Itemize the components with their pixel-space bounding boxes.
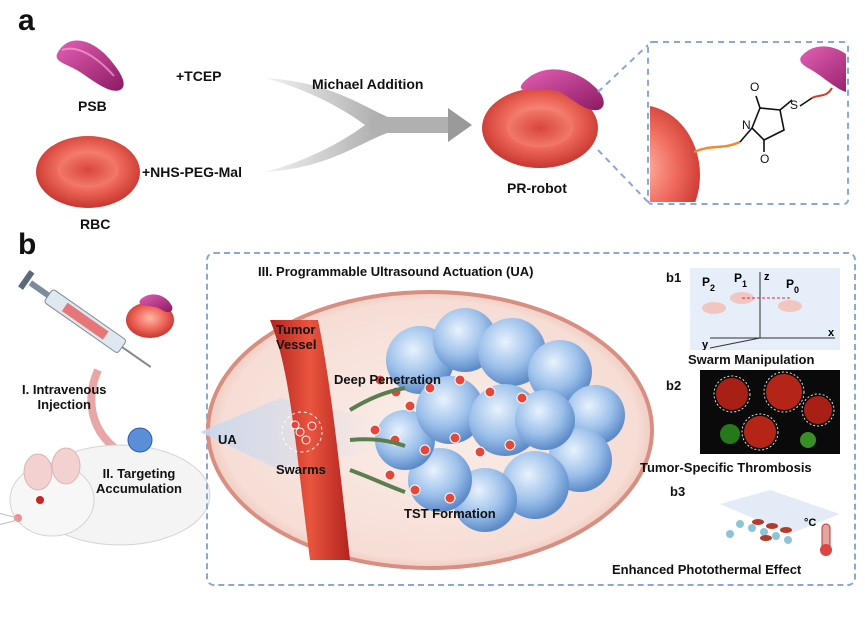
deep-penetration-label: Deep Penetration xyxy=(334,372,441,387)
b3-photothermal-graphic: °C xyxy=(720,490,840,556)
swarms-label: Swarms xyxy=(276,462,326,477)
molecule-s-label: S xyxy=(790,98,799,112)
b1-swarm-manipulation-graphic: P2 P1 P0 z x y xyxy=(690,268,840,350)
b1-axis-z: z xyxy=(764,271,770,283)
robot-particles xyxy=(290,374,528,504)
molecule-o-bottom-label: O xyxy=(760,152,770,166)
product-label: PR-robot xyxy=(507,180,567,196)
mouse-icon xyxy=(0,444,211,546)
panel-b-letter: b xyxy=(18,228,37,261)
molecule-o-top-label: O xyxy=(750,80,760,94)
swarm-ring xyxy=(281,411,323,453)
b3-temp-unit: °C xyxy=(804,517,816,529)
merge-arrow-icon xyxy=(265,78,472,172)
zoom-line-top xyxy=(597,44,649,93)
tst-formation-label: TST Formation xyxy=(404,506,496,521)
psb-label: PSB xyxy=(78,98,107,114)
tumor-vessel-label: Tumor Vessel xyxy=(276,322,317,352)
mouse-injection-graphic xyxy=(0,270,211,546)
b1-caption: Swarm Manipulation xyxy=(688,352,815,367)
tumor-on-mouse-icon xyxy=(127,427,153,453)
penetration-arrow-2 xyxy=(349,437,406,448)
step-1-label: I. Intravenous Injection xyxy=(22,382,107,412)
syringe-icon xyxy=(18,270,152,368)
tumor-cells-cluster xyxy=(375,308,625,532)
reaction-label: Michael Addition xyxy=(312,76,424,92)
pr-robot-icon xyxy=(482,69,604,168)
step-2-label: II. Targeting Accumulation xyxy=(96,466,182,496)
panel-a-graphic xyxy=(36,40,849,208)
rbc-label: RBC xyxy=(80,216,111,232)
penetration-arrow-3 xyxy=(349,468,406,494)
b2-thrombosis-image xyxy=(700,370,840,454)
psb-bacterium-icon xyxy=(56,40,124,91)
b1-axis-y: y xyxy=(702,339,709,350)
b1-tag: b1 xyxy=(666,270,682,285)
molecule-n-label: N xyxy=(742,118,751,132)
zoom-line-bottom xyxy=(597,149,649,203)
b2-tag: b2 xyxy=(666,378,682,393)
reagent-nhs-peg-mal: +NHS-PEG-Mal xyxy=(142,164,242,180)
reagent-tcep: +TCEP xyxy=(176,68,222,84)
ua-label: UA xyxy=(218,432,237,447)
b1-axis-x: x xyxy=(828,327,835,339)
step-3-label: III. Programmable Ultrasound Actuation (… xyxy=(258,264,534,279)
b3-caption: Enhanced Photothermal Effect xyxy=(612,562,802,577)
penetration-arrow-1 xyxy=(348,386,406,412)
b2-caption: Tumor-Specific Thrombosis xyxy=(640,460,812,475)
tumor-scene-graphic xyxy=(200,290,654,570)
rbc-cell-icon xyxy=(36,136,140,208)
panel-a-letter: a xyxy=(18,4,35,37)
b3-tag: b3 xyxy=(670,484,686,499)
